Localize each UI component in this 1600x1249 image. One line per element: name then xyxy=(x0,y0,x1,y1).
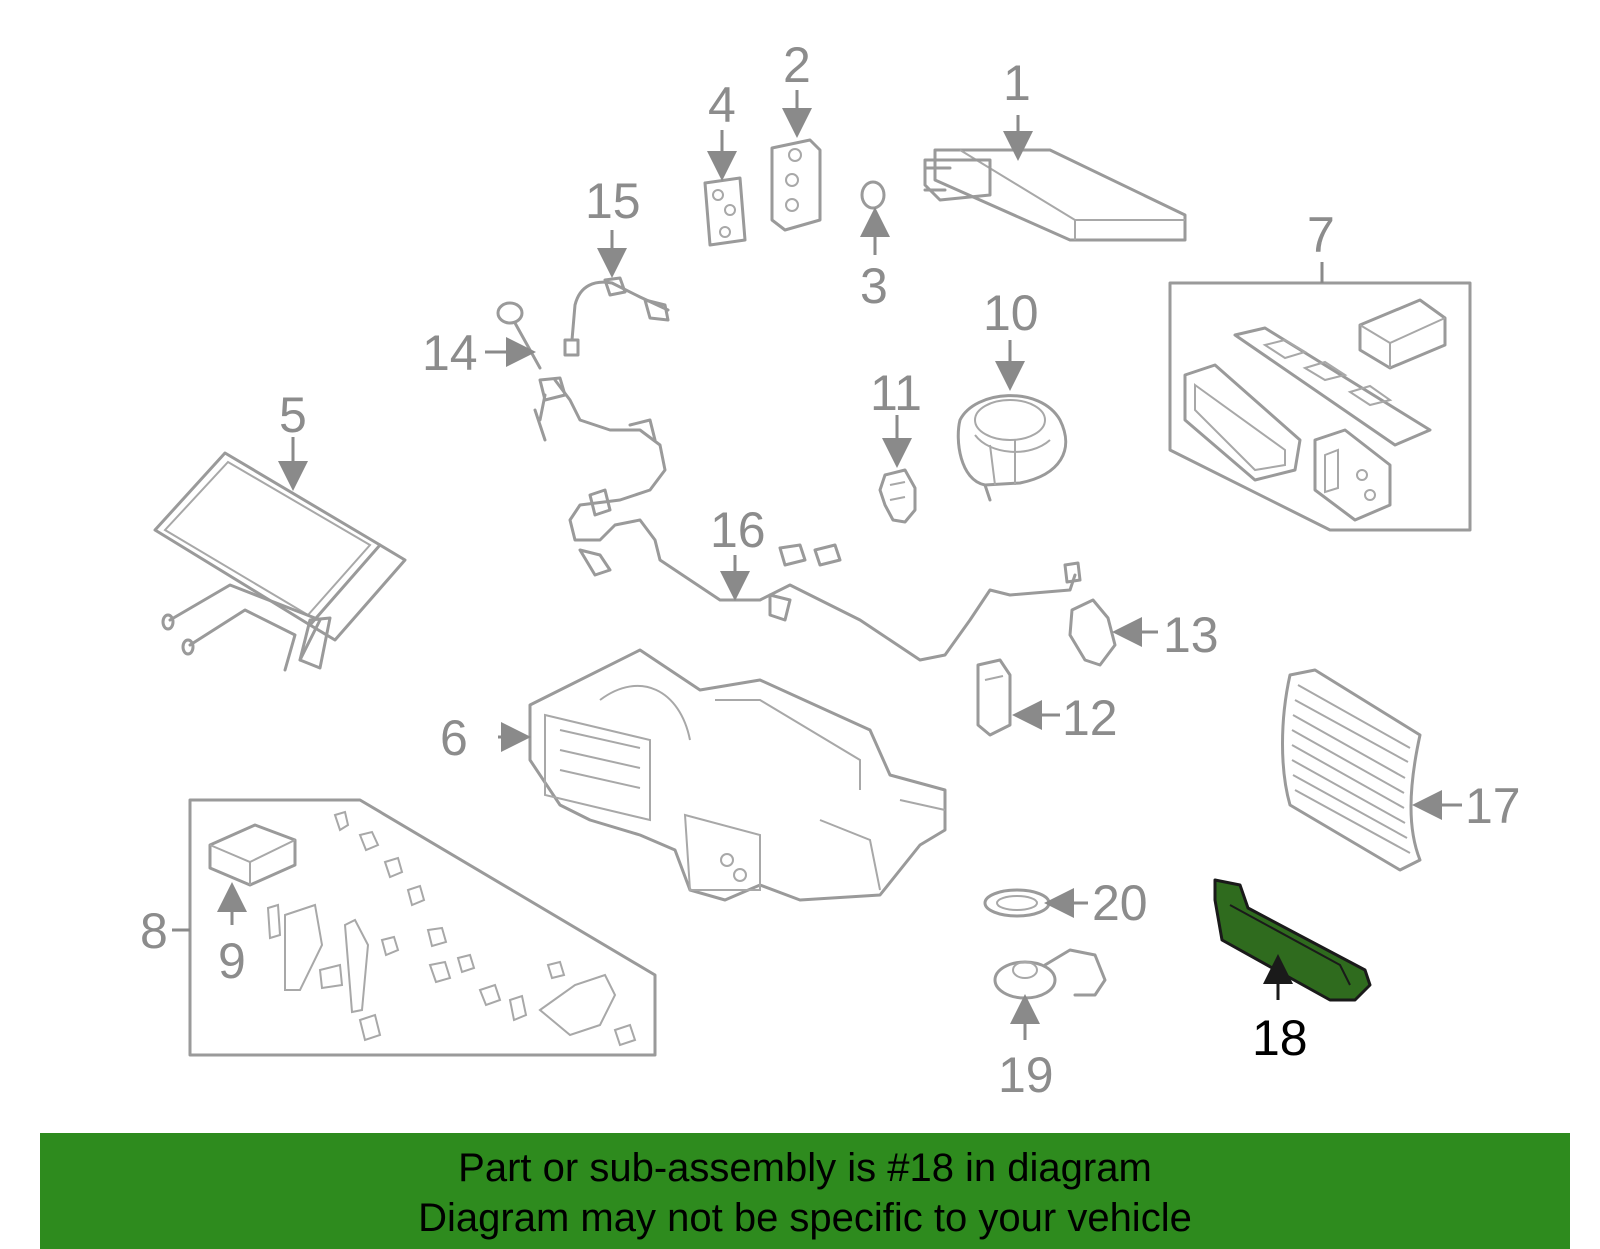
part-10-blower-motor[interactable] xyxy=(956,394,1068,502)
callout-17: 17 xyxy=(1465,778,1521,834)
part-15-sensor-harness[interactable] xyxy=(563,276,670,357)
part-11-resistor[interactable] xyxy=(878,468,917,524)
callout-3: 3 xyxy=(860,258,888,314)
callout-4: 4 xyxy=(708,77,736,133)
part-13-actuator[interactable] xyxy=(1068,598,1117,667)
callout-8: 8 xyxy=(140,903,168,959)
info-banner: Part or sub-assembly is #18 in diagram D… xyxy=(40,1133,1570,1249)
part-8-hardware-kit[interactable] xyxy=(188,798,657,1057)
callout-11: 11 xyxy=(870,365,922,421)
part-5-heater-core[interactable] xyxy=(153,451,407,672)
callout-6: 6 xyxy=(440,710,468,766)
part-17-cabin-air-filter[interactable] xyxy=(1281,668,1422,872)
callout-1: 1 xyxy=(1003,55,1031,111)
callout-20: 20 xyxy=(1092,875,1148,931)
callout-19: 19 xyxy=(998,1047,1054,1103)
part-4-gasket[interactable] xyxy=(703,176,747,247)
part-12-actuator[interactable] xyxy=(976,658,1012,737)
callout-12: 12 xyxy=(1062,690,1118,746)
banner-line-1: Part or sub-assembly is #18 in diagram xyxy=(458,1146,1152,1190)
callout-18: 18 xyxy=(1252,1010,1308,1066)
callout-2: 2 xyxy=(783,37,811,93)
part-19-grommet[interactable] xyxy=(993,948,1107,1000)
part-2-expansion-valve[interactable] xyxy=(770,138,822,232)
callout-9: 9 xyxy=(218,933,246,989)
callout-10: 10 xyxy=(983,285,1039,341)
banner-line-2: Diagram may not be specific to your vehi… xyxy=(418,1196,1192,1240)
part-6-hvac-housing[interactable] xyxy=(528,648,947,902)
part-20-gasket-ring[interactable] xyxy=(983,888,1051,918)
callout-5: 5 xyxy=(279,387,307,443)
part-3-o-ring[interactable] xyxy=(860,180,886,210)
part-14-sensor[interactable] xyxy=(496,301,542,370)
part-7-kit-box[interactable] xyxy=(1168,281,1472,532)
part-18-duct-seal[interactable] xyxy=(1213,878,1372,1002)
part-16-wiring-harness[interactable] xyxy=(533,376,1082,662)
callout-14: 14 xyxy=(422,325,478,381)
callout-16: 16 xyxy=(710,502,766,558)
callout-7: 7 xyxy=(1307,207,1335,263)
callout-13: 13 xyxy=(1163,607,1219,663)
callout-15: 15 xyxy=(585,173,641,229)
part-1-evaporator-core[interactable] xyxy=(923,148,1187,242)
